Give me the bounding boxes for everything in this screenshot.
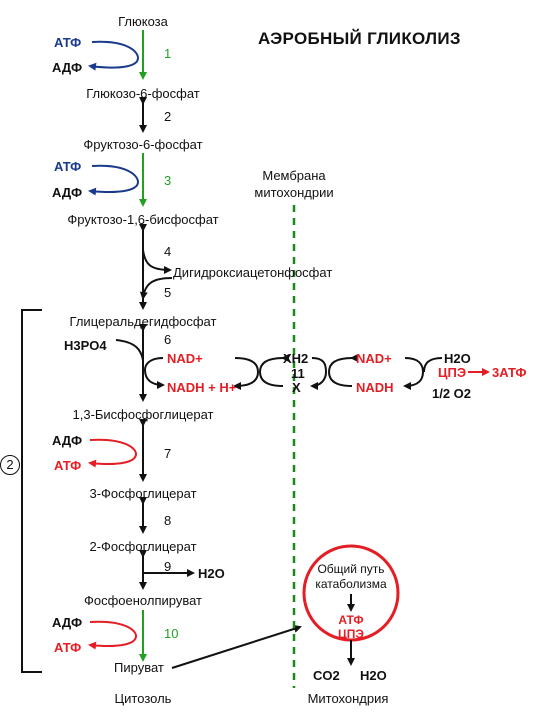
step-number-4: 4 — [164, 244, 172, 259]
metabolite-dhap: Дигидроксиацетонфосфат — [173, 265, 333, 280]
step3-atp: АТФ — [54, 159, 82, 174]
metabolite-f6p: Фруктозо-6-фосфат — [83, 137, 203, 152]
step10-atp-curve — [88, 620, 138, 650]
compartment-cytosol: Цитозоль — [114, 691, 172, 706]
shuttle-left-arrow — [233, 357, 260, 390]
metabolite-glucose: Глюкоза — [118, 14, 168, 29]
step-number-10: 10 — [164, 626, 179, 641]
step3-adp: АДФ — [52, 185, 83, 200]
mito-co2: CO2 — [313, 668, 340, 683]
step-number-7: 7 — [164, 446, 172, 461]
step-number-9: 9 — [164, 559, 172, 574]
shuttle-xh2: XH2 — [283, 351, 309, 366]
mito-h2o: H2O — [360, 668, 387, 683]
shuttle-x: X — [292, 380, 301, 395]
step-number-2: 2 — [164, 109, 172, 124]
step9-h2o: H2O — [198, 566, 225, 581]
step7-adp: АДФ — [52, 433, 83, 448]
metabolite-g6p: Глюкозо-6-фосфат — [86, 86, 200, 101]
cpe-three-atp: 3АТФ — [492, 365, 527, 380]
step6-nadh-h: NADH + H+ — [167, 380, 237, 395]
step6-nad: NAD+ — [167, 351, 203, 366]
step6-phosphate-curve — [115, 339, 144, 361]
step10-adp: АДФ — [52, 615, 83, 630]
circle-title-line2: катаболизма — [315, 577, 387, 591]
step7-atp: АТФ — [54, 458, 82, 473]
membrane-label-line1: Мембрана — [262, 168, 326, 183]
cpe-h2o: H2O — [444, 351, 471, 366]
metabolite-2pg: 2-Фосфоглицерат — [89, 539, 197, 554]
metabolite-3pg: 3-Фосфоглицерат — [89, 486, 197, 501]
compartment-mitochondria: Митохондрия — [307, 691, 389, 706]
circle-title-line1: Общий путь — [317, 562, 385, 576]
metabolite-pyruvate: Пируват — [114, 660, 164, 675]
step1-atp-curve — [88, 40, 140, 71]
metabolite-bpg13: 1,3-Бисфосфоглицерат — [72, 407, 214, 422]
step-number-3: 3 — [164, 173, 172, 188]
cpe-curve-right — [423, 357, 443, 373]
step-number-8: 8 — [164, 513, 172, 528]
step-number-6: 6 — [164, 332, 172, 347]
diagram-title: АЭРОБНЫЙ ГЛИКОЛИЗ — [258, 29, 461, 48]
shuttle-right-arrow — [327, 353, 359, 387]
metabolite-pep: Фосфоенолпируват — [83, 593, 203, 608]
left-bracket — [21, 309, 42, 673]
step6-nad-curve — [143, 357, 165, 389]
mito-nadh: NADH — [356, 380, 394, 395]
step-number-5: 5 — [164, 285, 172, 300]
circle-atp: АТФ — [338, 613, 364, 627]
metabolite-g3p: Глицеральдегидфосфат — [69, 314, 217, 329]
cpe-half-o2: 1/2 O2 — [432, 386, 472, 401]
step7-atp-curve — [88, 438, 138, 468]
step10-atp: АТФ — [54, 640, 82, 655]
step3-atp-curve — [88, 164, 140, 196]
circle-cpe: ЦПЭ — [338, 627, 364, 641]
step1-atp: АТФ — [54, 35, 82, 50]
step4-branch — [142, 249, 172, 274]
phosphate-h3po4: H3PO4 — [64, 338, 107, 353]
cpe-curve-left — [403, 357, 425, 390]
shuttle-right-reverse — [310, 357, 328, 390]
cpe-label: ЦПЭ — [438, 365, 467, 380]
pyruvate-to-mito-arrow — [171, 625, 302, 669]
step1-adp: АДФ — [52, 60, 83, 75]
mito-nad: NAD+ — [356, 351, 392, 366]
bracket-label-2: 2 — [0, 455, 20, 475]
step-number-11: 11 — [291, 366, 305, 381]
metabolite-f16bp: Фруктозо-1,6-бисфосфат — [67, 212, 219, 227]
shuttle-left-reverse — [258, 353, 290, 387]
step5-branch — [139, 277, 173, 300]
step-number-1: 1 — [164, 46, 172, 61]
membrane-label-line2: митохондрии — [254, 185, 334, 200]
